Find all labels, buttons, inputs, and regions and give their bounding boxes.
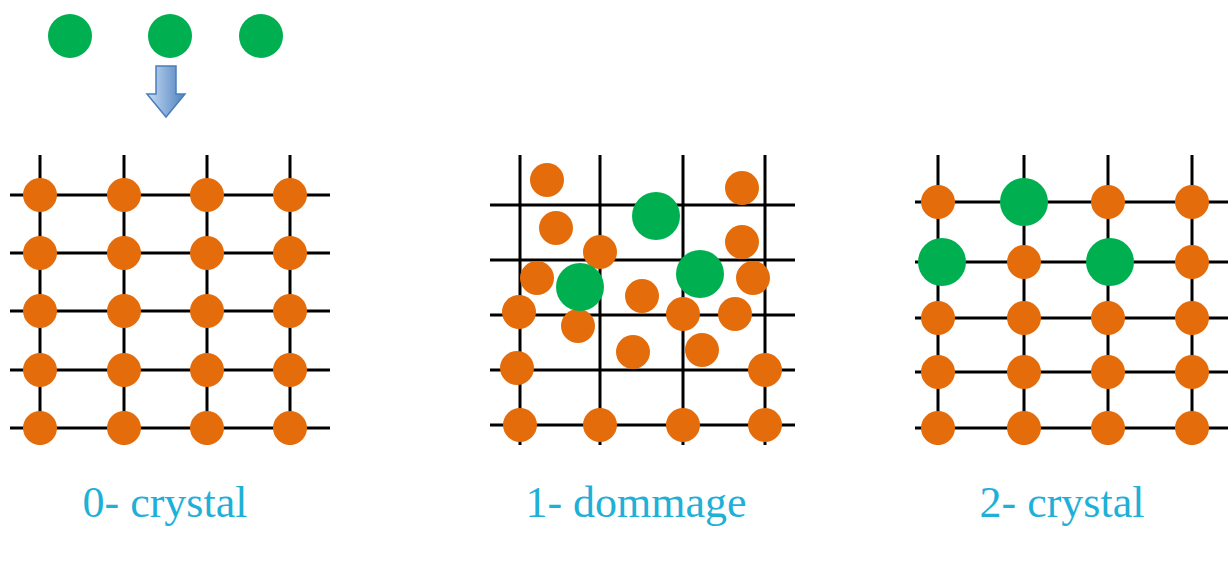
lattice-atoms bbox=[23, 178, 307, 445]
atom bbox=[725, 225, 759, 259]
panel-caption: 0- crystal bbox=[83, 478, 248, 529]
atom bbox=[1007, 301, 1041, 335]
atom bbox=[530, 163, 564, 197]
atom bbox=[190, 294, 224, 328]
atom bbox=[625, 279, 659, 313]
atom bbox=[666, 297, 700, 331]
atom bbox=[921, 411, 955, 445]
ion bbox=[48, 14, 92, 58]
atom bbox=[190, 411, 224, 445]
atom bbox=[190, 236, 224, 270]
atom bbox=[520, 261, 554, 295]
displaced-atoms bbox=[500, 163, 782, 442]
atom bbox=[718, 297, 752, 331]
atom bbox=[23, 353, 57, 387]
panel-caption: 2- crystal bbox=[980, 478, 1145, 529]
atom bbox=[1091, 301, 1125, 335]
atom bbox=[273, 294, 307, 328]
atom bbox=[1091, 355, 1125, 389]
atom bbox=[107, 236, 141, 270]
atom bbox=[107, 411, 141, 445]
lattice-atoms bbox=[921, 185, 1209, 445]
ion bbox=[918, 238, 966, 286]
atom bbox=[1007, 355, 1041, 389]
atom bbox=[190, 353, 224, 387]
atom bbox=[685, 333, 719, 367]
atom bbox=[583, 408, 617, 442]
atom bbox=[23, 236, 57, 270]
atom bbox=[666, 408, 700, 442]
atom bbox=[503, 408, 537, 442]
ion bbox=[1000, 178, 1048, 226]
atom bbox=[1091, 185, 1125, 219]
atom bbox=[1175, 301, 1209, 335]
atom bbox=[23, 178, 57, 212]
atom bbox=[1175, 245, 1209, 279]
atom bbox=[107, 178, 141, 212]
atom bbox=[273, 236, 307, 270]
lattice-grid bbox=[490, 155, 795, 445]
atom bbox=[273, 178, 307, 212]
atom bbox=[539, 211, 573, 245]
atom bbox=[748, 353, 782, 387]
atom bbox=[736, 261, 770, 295]
ion bbox=[556, 263, 604, 311]
atom bbox=[561, 309, 595, 343]
atom bbox=[107, 353, 141, 387]
atom bbox=[1175, 185, 1209, 219]
atom bbox=[583, 235, 617, 269]
atom bbox=[23, 294, 57, 328]
atom bbox=[921, 355, 955, 389]
incoming-ions bbox=[48, 14, 283, 58]
lattice-grid bbox=[915, 155, 1228, 445]
atom bbox=[1175, 411, 1209, 445]
implanted-ions bbox=[556, 192, 724, 311]
ion bbox=[239, 14, 283, 58]
atom bbox=[1007, 411, 1041, 445]
down-arrow bbox=[147, 66, 185, 117]
atom bbox=[1091, 411, 1125, 445]
atom bbox=[921, 185, 955, 219]
atom bbox=[725, 171, 759, 205]
ion bbox=[676, 250, 724, 298]
atom bbox=[500, 351, 534, 385]
ion bbox=[1086, 238, 1134, 286]
atom bbox=[23, 411, 57, 445]
atom bbox=[273, 411, 307, 445]
atom bbox=[616, 335, 650, 369]
ion bbox=[632, 192, 680, 240]
lattice-grid bbox=[10, 155, 330, 445]
atom bbox=[107, 294, 141, 328]
grid-line bbox=[764, 155, 767, 445]
panel-caption: 1- dommage bbox=[525, 478, 746, 529]
atom bbox=[273, 353, 307, 387]
ion bbox=[148, 14, 192, 58]
atom bbox=[1007, 245, 1041, 279]
atom bbox=[190, 178, 224, 212]
atom bbox=[502, 295, 536, 329]
atom bbox=[748, 408, 782, 442]
atom bbox=[921, 301, 955, 335]
substituted-ions bbox=[918, 178, 1134, 286]
atom bbox=[1175, 355, 1209, 389]
